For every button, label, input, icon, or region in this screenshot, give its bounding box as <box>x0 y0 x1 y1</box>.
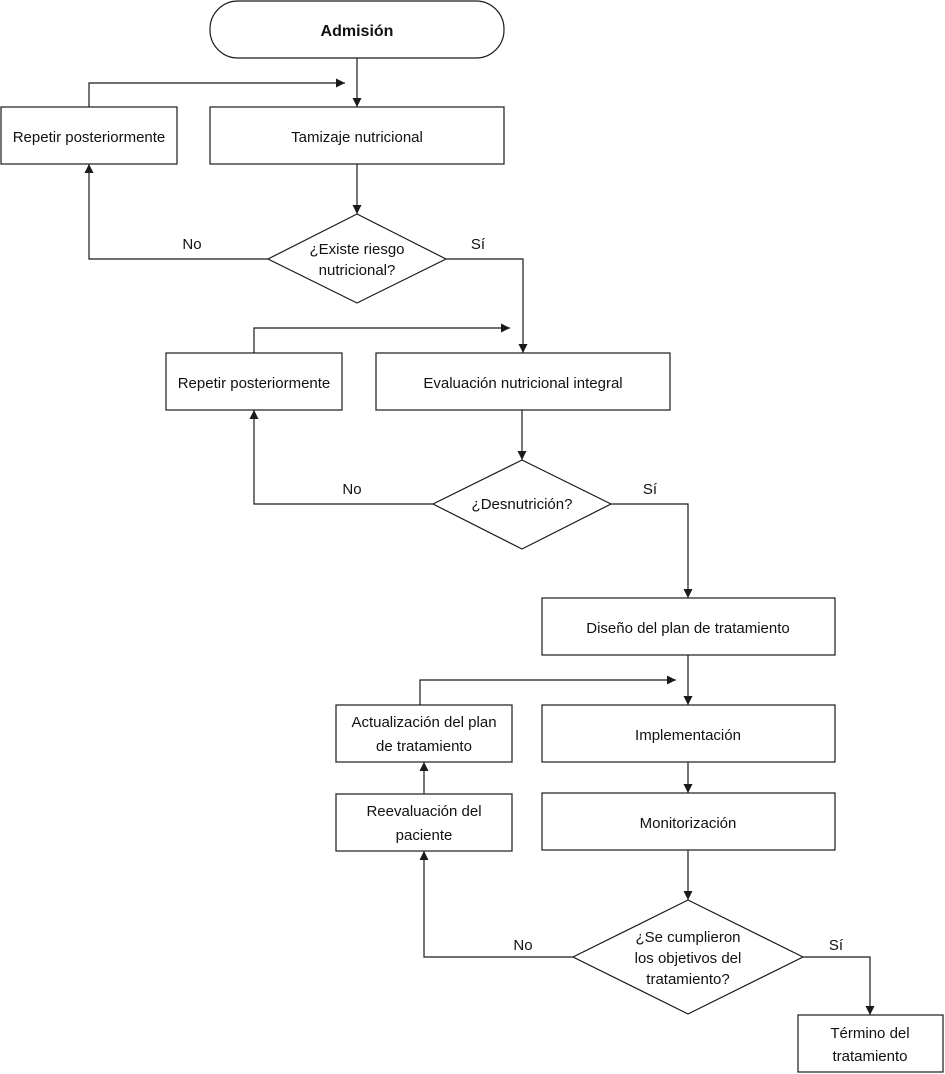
edge-desnutricion-si <box>611 503 693 598</box>
node-reevaluacion: Reevaluación del paciente <box>335 793 513 852</box>
riesgo-si-label: Sí <box>471 236 486 253</box>
edge-repetir-2-loop <box>253 323 510 353</box>
objetivos-label-line-1: ¿Se cumplieron <box>635 929 740 946</box>
objetivos-label-line-3: tratamiento? <box>646 971 729 988</box>
decision-riesgo: ¿Existe riesgo nutricional? <box>266 213 448 304</box>
edge-repetir-1-loop <box>88 78 345 107</box>
node-repetir-1: Repetir posteriormente <box>0 106 178 165</box>
node-implementacion: Implementación <box>541 704 836 763</box>
node-diseno: Diseño del plan de tratamiento <box>541 597 836 656</box>
node-admision: Admisión <box>209 0 505 59</box>
edge-actualizacion-loop <box>419 675 676 705</box>
node-monitorizacion: Monitorización <box>541 792 836 851</box>
evaluacion-label: Evaluación nutricional integral <box>423 375 622 392</box>
termino-label-line-2: tratamiento <box>832 1048 907 1065</box>
node-termino: Término del tratamiento <box>797 1014 944 1073</box>
implementacion-label: Implementación <box>635 727 741 744</box>
repetir-2-label: Repetir posteriormente <box>178 375 331 392</box>
decision-objetivos: ¿Se cumplieron los objetivos del tratami… <box>571 899 805 1015</box>
node-actualizacion: Actualización del plan de tratamiento <box>335 704 513 763</box>
desnutricion-no-label: No <box>342 481 361 498</box>
repetir-1-label: Repetir posteriormente <box>13 129 166 146</box>
node-repetir-2: Repetir posteriormente <box>165 352 343 411</box>
riesgo-label-line-1: ¿Existe riesgo <box>309 241 404 258</box>
monitorizacion-label: Monitorización <box>640 815 737 832</box>
riesgo-label-line-2: nutricional? <box>319 262 396 279</box>
diseno-label: Diseño del plan de tratamiento <box>586 620 789 637</box>
edge-objetivos-no <box>419 851 573 958</box>
edge-riesgo-no <box>84 164 268 260</box>
node-evaluacion: Evaluación nutricional integral <box>375 352 671 411</box>
tamizaje-label: Tamizaje nutricional <box>291 129 423 146</box>
reevaluacion-label-line-2: paciente <box>396 827 453 844</box>
edge-desnutricion-no <box>249 410 433 505</box>
admision-label: Admisión <box>321 23 394 40</box>
desnutricion-si-label: Sí <box>643 481 658 498</box>
edge-riesgo-si <box>446 258 528 353</box>
termino-label-line-1: Término del <box>830 1025 909 1042</box>
objetivos-label-line-2: los objetivos del <box>635 950 742 967</box>
objetivos-si-label: Sí <box>829 937 844 954</box>
objetivos-no-label: No <box>513 937 532 954</box>
decision-desnutricion: ¿Desnutrición? <box>431 459 613 550</box>
edge-objetivos-si <box>803 956 875 1015</box>
desnutricion-label: ¿Desnutrición? <box>472 496 573 513</box>
actualizacion-label-line-1: Actualización del plan <box>351 714 496 731</box>
actualizacion-label-line-2: de tratamiento <box>376 738 472 755</box>
riesgo-no-label: No <box>182 236 201 253</box>
node-tamizaje: Tamizaje nutricional <box>209 106 505 165</box>
reevaluacion-label-line-1: Reevaluación del <box>366 803 481 820</box>
